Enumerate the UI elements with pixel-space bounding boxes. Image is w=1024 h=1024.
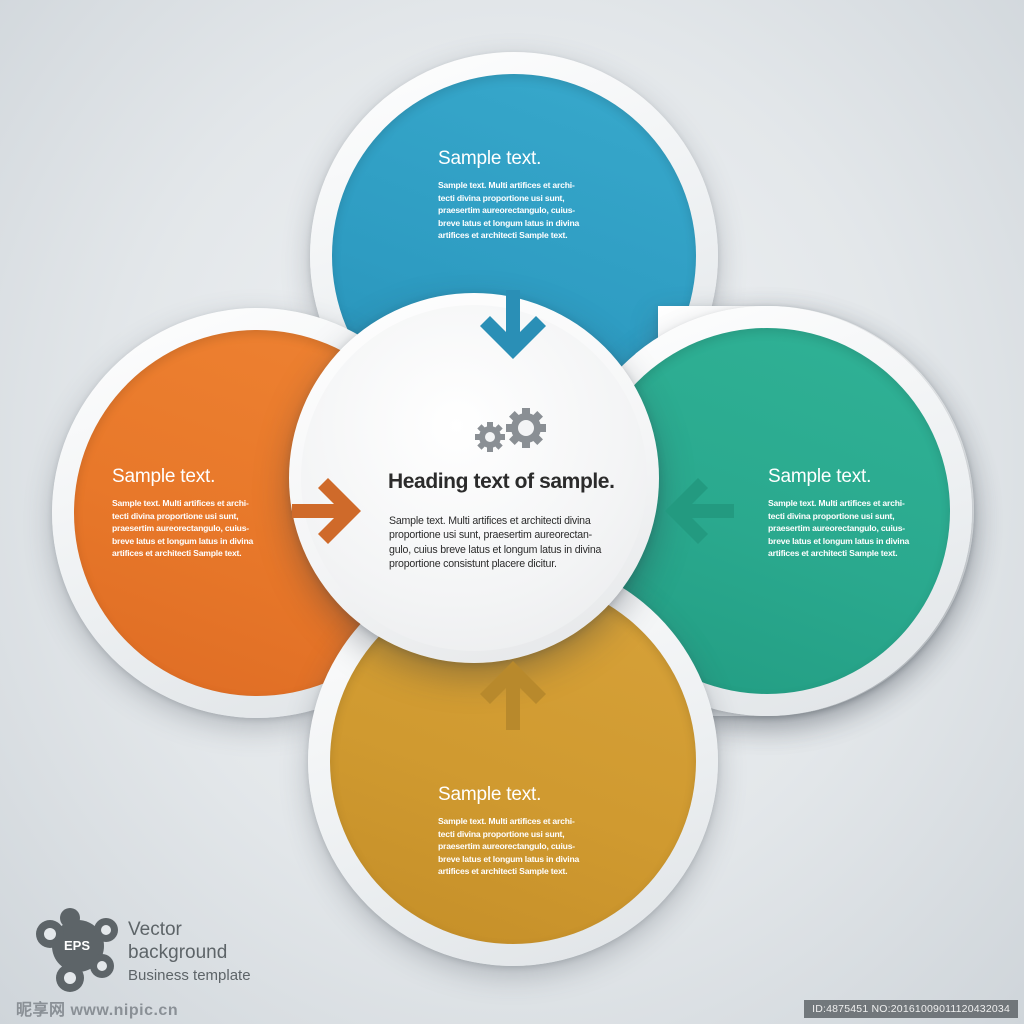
branding-line-1: Vector <box>128 919 182 940</box>
petal-top-body: Sample text. Multi artifices et archi- t… <box>438 180 580 241</box>
petal-left-body: Sample text. Multi artifices et archi- t… <box>112 498 254 559</box>
arrow-left-icon <box>665 478 734 544</box>
watermark-id: ID:4875451 NO:20161009011120432034 <box>804 1000 1018 1018</box>
gears-icon <box>475 408 546 452</box>
arrow-up-icon <box>480 661 546 730</box>
branding-line-3: Business template <box>128 967 251 984</box>
petal-top-text: Sample text. Sample text. Multi artifice… <box>438 148 608 242</box>
center-heading: Heading text of sample. <box>388 470 615 493</box>
petal-right-body: Sample text. Multi artifices et archi- t… <box>768 498 910 559</box>
petal-left-title: Sample text. <box>112 466 216 487</box>
petal-bottom-text: Sample text. Sample text. Multi artifice… <box>438 784 608 878</box>
eps-logo-icon <box>36 908 118 992</box>
branding-text: Vector background Business template <box>128 918 251 987</box>
petal-right-title: Sample text. <box>768 466 872 487</box>
center-disc <box>301 305 647 651</box>
watermark-left: 昵享网 www.nipic.cn <box>16 1002 179 1019</box>
eps-badge: EPS <box>64 938 91 953</box>
petal-bottom-title: Sample text. <box>438 784 542 805</box>
petal-right-text: Sample text. Sample text. Multi artifice… <box>768 466 938 560</box>
petal-top-title: Sample text. <box>438 148 542 169</box>
petal-left-text: Sample text. Sample text. Multi artifice… <box>112 466 282 560</box>
petal-bottom-body: Sample text. Multi artifices et archi- t… <box>438 816 580 877</box>
arrow-right-icon <box>292 478 361 544</box>
branding-line-2: background <box>128 942 228 963</box>
center-body: Sample text. Multi artifices et architec… <box>389 515 602 570</box>
arrow-down-icon <box>480 290 546 359</box>
